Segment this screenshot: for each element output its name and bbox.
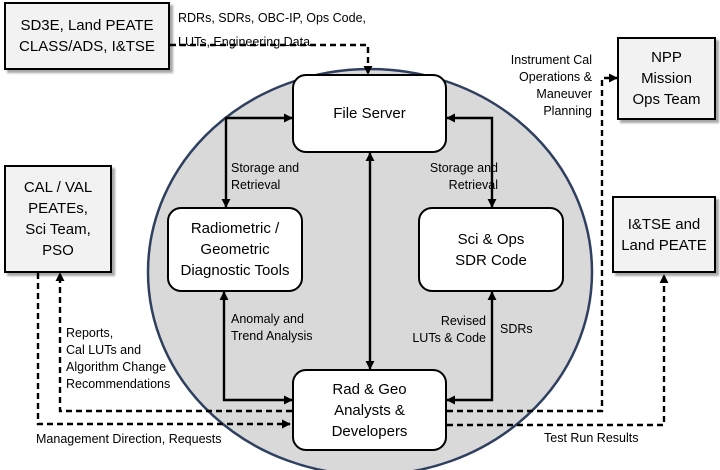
itse-land-peate-box: I&TSE and Land PEATE [612, 196, 716, 273]
calval-box-line-4: PSO [42, 242, 74, 259]
rdrs-label-line-1: RDRs, SDRs, OBC-IP, Ops Code, [178, 11, 367, 25]
storage-retrieval-left-label: Storage and Retrieval [231, 160, 299, 194]
sdrs-label: SDRs [500, 321, 533, 338]
radiometric-box-line-3: Diagnostic Tools [180, 262, 290, 279]
sci-ops-sdr-code-box: Sci & Ops SDR Code [418, 207, 564, 292]
fileserver-radiometric-arrow [221, 113, 293, 208]
scops-box-line-2: SDR Code [455, 251, 527, 269]
calval-box-line-2: PEATEs, [28, 200, 88, 217]
test-run-results-label: Test Run Results [544, 430, 638, 447]
analysts-box-line-2: Analysts & [334, 401, 405, 419]
rdrs-label-line-2: LUTs, Engineering Data [178, 35, 311, 49]
file-server-box: File Server [292, 74, 447, 153]
sdrs-label-text: SDRs [500, 322, 533, 336]
reports-line-3: Algorithm Change [66, 360, 167, 374]
instrument-cal-line-1: Instrument Cal [510, 53, 592, 67]
sd3e-to-fileserver-arrow [170, 43, 373, 75]
itse-box-line-1: I&TSE and [627, 215, 701, 233]
storage-right-line-2: Retrieval [448, 178, 498, 192]
anomaly-line-1: Anomaly and [231, 312, 304, 326]
npp-mission-ops-box: NPP Mission Ops Team [617, 37, 716, 120]
npp-box-line-1: NPP [651, 49, 682, 66]
instrument-cal-line-2: Operations & [519, 70, 592, 84]
instrument-cal-label: Instrument Cal Operations & Maneuver Pla… [488, 52, 592, 120]
calval-box-line-3: Sci Team, [25, 221, 91, 238]
radiometric-box-line-2: Geometric [200, 241, 270, 258]
rad-geo-analysts-box: Rad & Geo Analysts & Developers [292, 369, 447, 451]
analysts-to-npp-arrow [447, 73, 618, 413]
calval-to-analysts-direction-arrow [36, 273, 291, 429]
sd3e-box-line-1: SD3E, Land PEATE [20, 17, 154, 34]
scops-analysts-arrow [446, 291, 497, 405]
sd3e-land-peate-box: SD3E, Land PEATE CLASS/ADS, I&TSE [4, 2, 170, 70]
revised-luts-label: Revised LUTs & Code [396, 313, 486, 347]
revised-line-1: Revised [440, 314, 486, 328]
reports-line-4: Recommendations [66, 377, 171, 391]
npp-box-line-3: Ops Team [632, 91, 701, 108]
rdrs-sdrs-label: RDRs, SDRs, OBC-IP, Ops Code, LUTs, Engi… [178, 10, 366, 51]
scops-box-line-1: Sci & Ops [457, 230, 525, 248]
storage-right-line-1: Storage and [429, 161, 498, 175]
analysts-box-line-3: Developers [331, 422, 408, 440]
analysts-to-calval-reports-arrow [55, 272, 292, 413]
reports-line-2: Cal LUTs and [66, 343, 142, 357]
itse-box-line-2: Land PEATE [621, 236, 707, 254]
anomaly-trend-label: Anomaly and Trend Analysis [231, 311, 313, 345]
fileserver-scops-arrow [446, 113, 497, 208]
radiometric-box-line-1: Radiometric / [190, 220, 280, 237]
anomaly-line-2: Trend Analysis [231, 329, 313, 343]
storage-retrieval-right-label: Storage and Retrieval [400, 160, 498, 194]
revised-line-2: LUTs & Code [412, 331, 486, 345]
file-server-label: File Server [333, 105, 406, 122]
reports-recommendations-label: Reports, Cal LUTs and Algorithm Change R… [66, 325, 170, 393]
sd3e-box-line-2: CLASS/ADS, I&TSE [19, 38, 155, 55]
storage-left-line-1: Storage and [231, 161, 300, 175]
management-label-text: Management Direction, Requests [36, 432, 222, 446]
test-run-label-text: Test Run Results [544, 431, 639, 445]
instrument-cal-line-3: Maneuver [536, 87, 592, 101]
radiometric-analysts-arrow [219, 291, 293, 405]
analysts-to-itse-arrow [447, 274, 669, 427]
instrument-cal-line-4: Planning [543, 104, 592, 118]
reports-line-1: Reports, [66, 326, 114, 340]
management-direction-label: Management Direction, Requests [36, 431, 222, 448]
calval-peates-box: CAL / VAL PEATEs, Sci Team, PSO [4, 165, 112, 273]
calval-box-line-1: CAL / VAL [23, 179, 93, 196]
radiometric-tools-box: Radiometric / Geometric Diagnostic Tools [167, 207, 303, 292]
analysts-box-line-1: Rad & Geo [332, 380, 407, 398]
npp-box-line-2: Mission [641, 70, 692, 87]
storage-left-line-2: Retrieval [231, 178, 281, 192]
